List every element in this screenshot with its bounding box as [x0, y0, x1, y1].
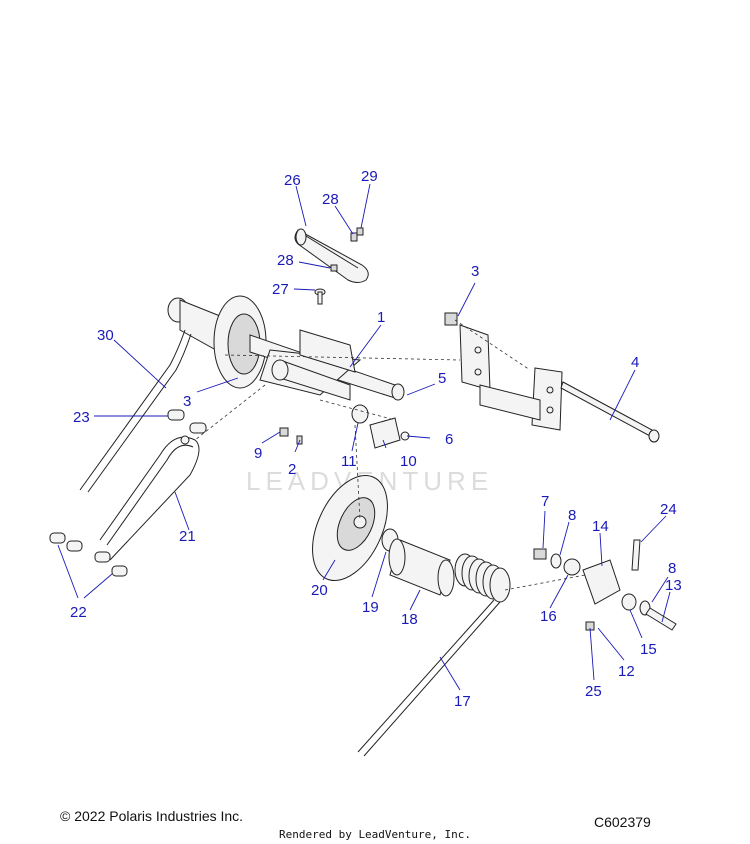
- callout-18: 18: [401, 611, 418, 628]
- callout-25: 25: [585, 683, 602, 700]
- part-bushing-22c: [94, 551, 111, 563]
- callout-14: 14: [592, 518, 609, 535]
- callout-23: 23: [73, 409, 90, 426]
- part-bushing-23b: [189, 422, 207, 434]
- part-bolt-13: [645, 607, 677, 631]
- callout-19: 19: [362, 599, 379, 616]
- part-bolt-9: [279, 427, 289, 437]
- diagram-code: C602379: [594, 814, 651, 830]
- callout-8-right: 8: [668, 560, 676, 577]
- part-spring-17: [357, 553, 511, 757]
- part-drawings: [49, 227, 677, 757]
- copyright-text: © 2022 Polaris Industries Inc.: [60, 808, 244, 824]
- callout-22: 22: [70, 604, 87, 621]
- callout-6: 6: [445, 431, 453, 448]
- part-pin-28b: [330, 264, 338, 272]
- callout-20: 20: [311, 582, 328, 599]
- callout-30: 30: [97, 327, 114, 344]
- part-arm-30: [79, 329, 192, 493]
- part-bushing-22d: [111, 565, 128, 577]
- callout-labels: 1 2 3 3 4 5 6 7 8 8 9 10 11 12 13 14 15 …: [70, 168, 682, 710]
- callout-11: 11: [341, 453, 357, 470]
- part-block-10: [369, 417, 401, 449]
- callout-3-right: 3: [471, 263, 479, 280]
- callout-1: 1: [377, 309, 385, 326]
- callout-15: 15: [640, 641, 657, 658]
- part-bolt-27: [314, 288, 326, 305]
- callout-10: 10: [400, 453, 417, 470]
- part-bushing-15: [621, 593, 637, 611]
- callout-4: 4: [631, 354, 639, 371]
- part-bushing-23a: [167, 409, 185, 421]
- part-handle: [294, 228, 369, 283]
- callout-13: 13: [665, 577, 682, 594]
- callout-5: 5: [438, 370, 446, 387]
- callout-28-mid: 28: [277, 252, 294, 269]
- part-bushing-11: [351, 404, 369, 424]
- part-tube-18: [388, 538, 455, 597]
- rendered-by-text: Rendered by LeadVenture, Inc.: [278, 828, 472, 841]
- part-bolt-24: [631, 539, 641, 571]
- part-nut-29: [356, 227, 364, 236]
- part-nut-7: [533, 548, 547, 560]
- callout-27: 27: [272, 281, 289, 298]
- callout-17: 17: [454, 693, 471, 710]
- callout-24: 24: [660, 501, 677, 518]
- part-fitting-2: [296, 435, 303, 445]
- callout-29: 29: [361, 168, 378, 185]
- part-shaft-assembly: [167, 295, 405, 401]
- part-block-14: [582, 559, 621, 605]
- part-bushing-22a: [49, 532, 66, 544]
- part-frame-21: [99, 435, 200, 561]
- callout-3-left: 3: [183, 393, 191, 410]
- part-wheel-20: [312, 474, 388, 582]
- part-nut-3: [444, 312, 458, 326]
- callout-8-top: 8: [568, 507, 576, 524]
- callout-2: 2: [288, 461, 296, 478]
- callout-9: 9: [254, 445, 262, 462]
- callout-16: 16: [540, 608, 557, 625]
- callout-21: 21: [179, 528, 196, 545]
- alignment-lines: [194, 319, 586, 591]
- part-pin-28: [350, 232, 358, 242]
- part-bushing-22b: [66, 540, 83, 552]
- callout-26: 26: [284, 172, 301, 189]
- part-bracket: [459, 324, 563, 431]
- part-washer-8a: [550, 553, 562, 569]
- part-sleeve-16: [563, 558, 581, 576]
- callout-28-top: 28: [322, 191, 339, 208]
- part-long-bolt-4: [560, 381, 660, 443]
- callout-12: 12: [618, 663, 635, 680]
- callout-7: 7: [541, 493, 549, 510]
- callout-leaders: [57, 183, 671, 691]
